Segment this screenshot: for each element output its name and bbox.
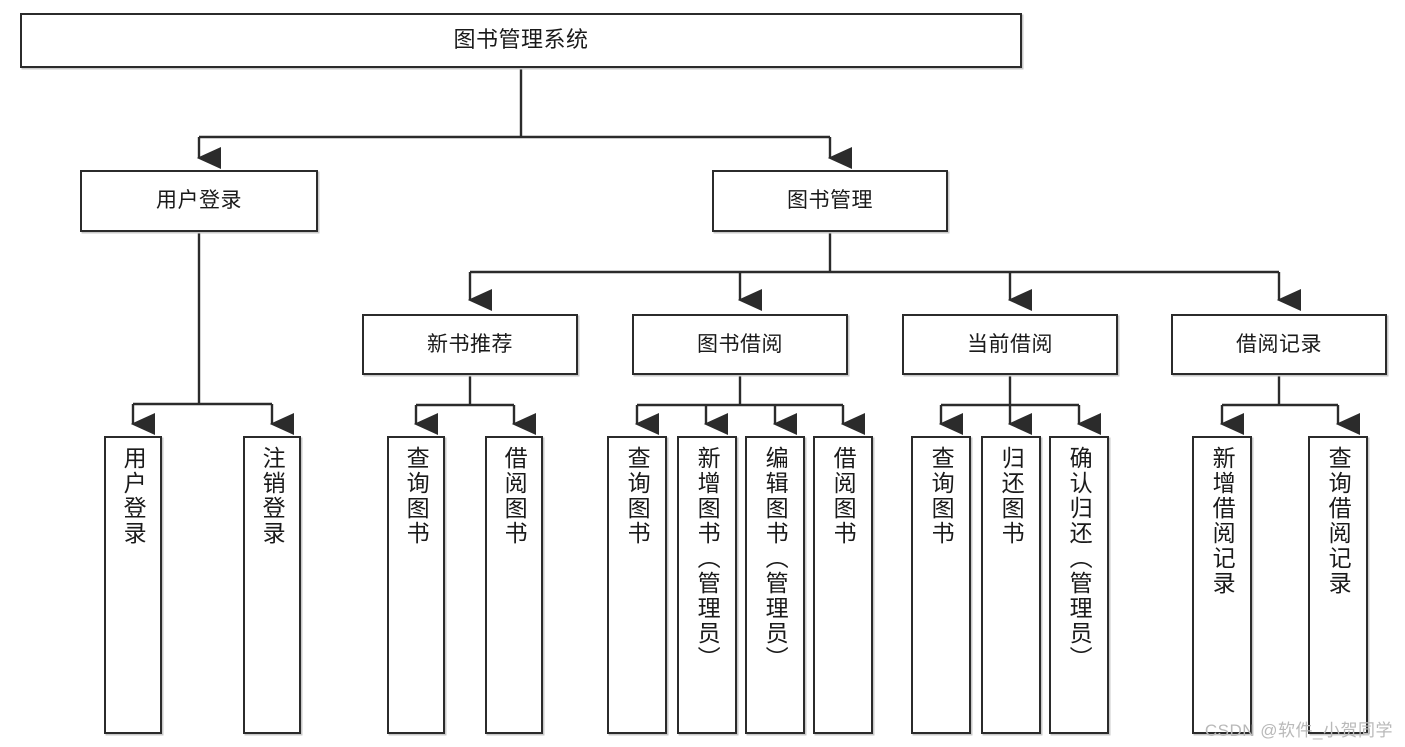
leaf-edit-book-admin[interactable]: 编辑图书（管理员） [745, 436, 805, 734]
leaf-query-book-current[interactable]: 查询图书 [911, 436, 971, 734]
leaf-logout-label: 注销登录 [259, 446, 286, 546]
leaf-query-borrow-record-label: 查询借阅记录 [1325, 446, 1352, 596]
leaf-add-borrow-record-label: 新增借阅记录 [1209, 446, 1236, 596]
leaf-borrow-book-recommend[interactable]: 借阅图书 [485, 436, 543, 734]
leaf-confirm-return-admin-label: 确认归还（管理员） [1066, 446, 1093, 671]
leaf-query-borrow-record[interactable]: 查询借阅记录 [1308, 436, 1368, 734]
leaf-query-book-borrow-label: 查询图书 [624, 446, 651, 546]
csdn-watermark: CSDN @软件_小贺同学 [1204, 721, 1393, 740]
leaf-user-login[interactable]: 用户登录 [104, 436, 162, 734]
leaf-add-borrow-record[interactable]: 新增借阅记录 [1192, 436, 1252, 734]
leaf-query-book-current-label: 查询图书 [928, 446, 955, 546]
leaf-edit-book-admin-label: 编辑图书（管理员） [762, 446, 789, 671]
node-new-book-recommend-label: 新书推荐 [427, 332, 513, 356]
leaf-query-book-borrow[interactable]: 查询图书 [607, 436, 667, 734]
leaf-user-login-label: 用户登录 [120, 446, 147, 546]
node-borrow-record-label: 借阅记录 [1236, 332, 1322, 356]
leaf-add-book-admin[interactable]: 新增图书（管理员） [677, 436, 737, 734]
node-borrow-record[interactable]: 借阅记录 [1171, 314, 1387, 375]
node-current-borrow[interactable]: 当前借阅 [902, 314, 1118, 375]
leaf-confirm-return-admin[interactable]: 确认归还（管理员） [1049, 436, 1109, 734]
leaf-query-book-recommend-label: 查询图书 [403, 446, 430, 546]
node-book-management[interactable]: 图书管理 [712, 170, 948, 232]
node-user-login[interactable]: 用户登录 [80, 170, 318, 232]
node-root[interactable]: 图书管理系统 [20, 13, 1022, 68]
leaf-add-book-admin-label: 新增图书（管理员） [694, 446, 721, 671]
node-book-borrow-label: 图书借阅 [697, 332, 783, 356]
leaf-borrow-book-recommend-label: 借阅图书 [501, 446, 528, 546]
node-root-label: 图书管理系统 [453, 27, 589, 53]
leaf-return-book-label: 归还图书 [998, 446, 1025, 546]
node-book-borrow[interactable]: 图书借阅 [632, 314, 848, 375]
node-user-login-label: 用户登录 [156, 189, 242, 213]
leaf-logout[interactable]: 注销登录 [243, 436, 301, 734]
node-current-borrow-label: 当前借阅 [967, 332, 1053, 356]
leaf-borrow-book[interactable]: 借阅图书 [813, 436, 873, 734]
node-book-management-label: 图书管理 [787, 189, 873, 213]
leaf-borrow-book-label: 借阅图书 [830, 446, 857, 546]
leaf-query-book-recommend[interactable]: 查询图书 [387, 436, 445, 734]
node-new-book-recommend[interactable]: 新书推荐 [362, 314, 578, 375]
leaf-return-book[interactable]: 归还图书 [981, 436, 1041, 734]
